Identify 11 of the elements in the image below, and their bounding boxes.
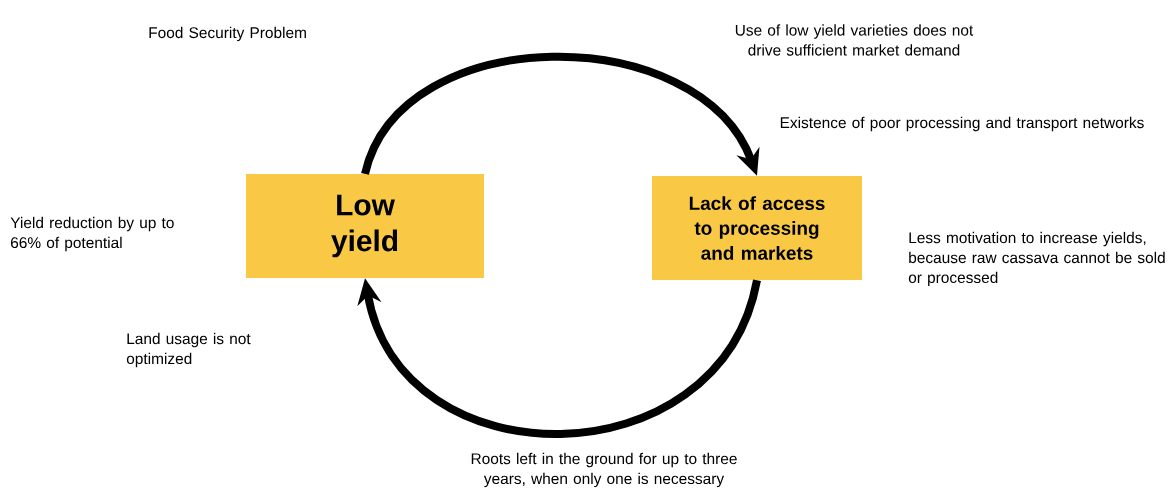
note-text: Yield reduction by up to 66% of potential xyxy=(10,216,174,252)
note-text: Food Security Problem xyxy=(149,26,306,42)
note-text: Roots left in the ground for up to three years, when only one is necessary xyxy=(471,452,737,488)
arrow xyxy=(357,278,761,438)
arrow xyxy=(361,52,760,176)
note-text: Existence of poor processing and transport networks xyxy=(780,116,1144,132)
note-text: Land usage is not optimized xyxy=(126,332,251,368)
note-text: Use of low yield varieties does not drive sufficient market demand xyxy=(735,24,974,56)
process-box: Low yield xyxy=(246,174,484,278)
note-text: Less motivation to increase yields, because raw cassava cannot be sold or processed xyxy=(908,231,1165,287)
process-box: Lack of access to processing and markets xyxy=(652,176,862,280)
